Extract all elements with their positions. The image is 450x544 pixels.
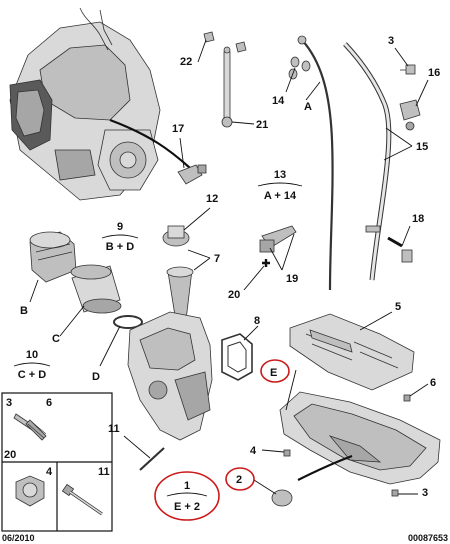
callout-11: 11 <box>108 423 120 435</box>
callout-17: 17 <box>172 123 184 135</box>
callout-3-bottom: 3 <box>422 487 428 499</box>
callout-20-main: 20 <box>228 289 240 301</box>
callout-4: 4 <box>250 445 257 457</box>
svg-text:A + 14: A + 14 <box>264 190 297 202</box>
gasket-8 <box>221 333 253 381</box>
group-13: 13 A + 14 <box>257 169 303 202</box>
engine-block <box>9 7 191 201</box>
filter-housing <box>127 311 213 441</box>
callout-14: 14 <box>272 95 285 107</box>
guide-tube-15 <box>343 42 392 281</box>
clips-14 <box>288 56 311 80</box>
callout-19: 19 <box>286 273 298 285</box>
highlight-rings <box>154 359 290 521</box>
callout-15: 15 <box>416 141 428 153</box>
oil-pan-e <box>279 391 441 485</box>
drain-plug-2 <box>271 489 293 507</box>
callout-b: B <box>20 305 28 317</box>
hardware-legend-box: 3 6 20 4 11 <box>1 392 113 532</box>
callout-21: 21 <box>256 119 268 131</box>
ring-1 <box>154 471 220 521</box>
svg-text:9: 9 <box>117 221 123 233</box>
svg-text:E + 2: E + 2 <box>174 501 200 513</box>
legend-label-3: 3 <box>6 397 12 409</box>
callout-2: 2 <box>236 474 242 486</box>
legend-screw-icon <box>61 483 103 516</box>
callout-d: D <box>92 371 100 383</box>
callout-22: 22 <box>180 56 192 68</box>
legend-nut-icon <box>15 475 45 507</box>
legend-bolt-icon <box>13 413 47 441</box>
sensor-17 <box>177 164 207 185</box>
cross-bolt-20 <box>262 259 270 267</box>
legend-label-6: 6 <box>46 397 52 409</box>
bracket-19 <box>259 225 297 253</box>
bracket-16 <box>399 99 421 131</box>
ring-2 <box>225 467 255 491</box>
svg-text:1: 1 <box>184 480 190 492</box>
callout-6: 6 <box>430 377 436 389</box>
callout-labels: 22 21 17 14 A 3 16 15 18 12 7 19 20 8 5 … <box>20 35 440 499</box>
callout-18: 18 <box>412 213 424 225</box>
ring-e <box>260 359 290 383</box>
callout-a: A <box>304 101 312 113</box>
group-9: 9 B + D <box>101 221 139 253</box>
group-10: 10 C + D <box>13 349 51 381</box>
footer-ref-number: 00087653 <box>408 533 448 543</box>
small-bolts <box>283 394 411 497</box>
group-1: 1 E + 2 <box>166 480 208 513</box>
stud-rod-21 <box>203 31 247 128</box>
legend-label-4: 4 <box>46 466 53 478</box>
seal-18 <box>387 236 413 263</box>
callout-7: 7 <box>214 253 220 265</box>
svg-text:C + D: C + D <box>18 369 46 381</box>
filler-neck <box>166 266 194 323</box>
callout-16: 16 <box>428 67 440 79</box>
callout-3-top: 3 <box>388 35 394 47</box>
filler-cap-12 <box>162 225 190 247</box>
filter-cap-b <box>29 231 77 283</box>
callout-8: 8 <box>254 315 260 327</box>
svg-text:10: 10 <box>26 349 38 361</box>
footer-date: 06/2010 <box>2 533 35 543</box>
leader-lines <box>29 39 429 495</box>
baffle-plate-5 <box>289 313 415 391</box>
bolt-3-top <box>400 64 416 75</box>
filter-element-c <box>70 264 122 314</box>
callout-c: C <box>52 333 60 345</box>
svg-text:B + D: B + D <box>106 241 134 253</box>
legend-label-20: 20 <box>4 449 16 461</box>
callout-12: 12 <box>206 193 218 205</box>
o-ring-d <box>113 315 143 329</box>
dipstick-a <box>297 35 334 291</box>
callout-5: 5 <box>395 301 401 313</box>
callout-e: E <box>270 367 277 379</box>
legend-label-11: 11 <box>98 466 110 478</box>
svg-text:13: 13 <box>274 169 286 181</box>
